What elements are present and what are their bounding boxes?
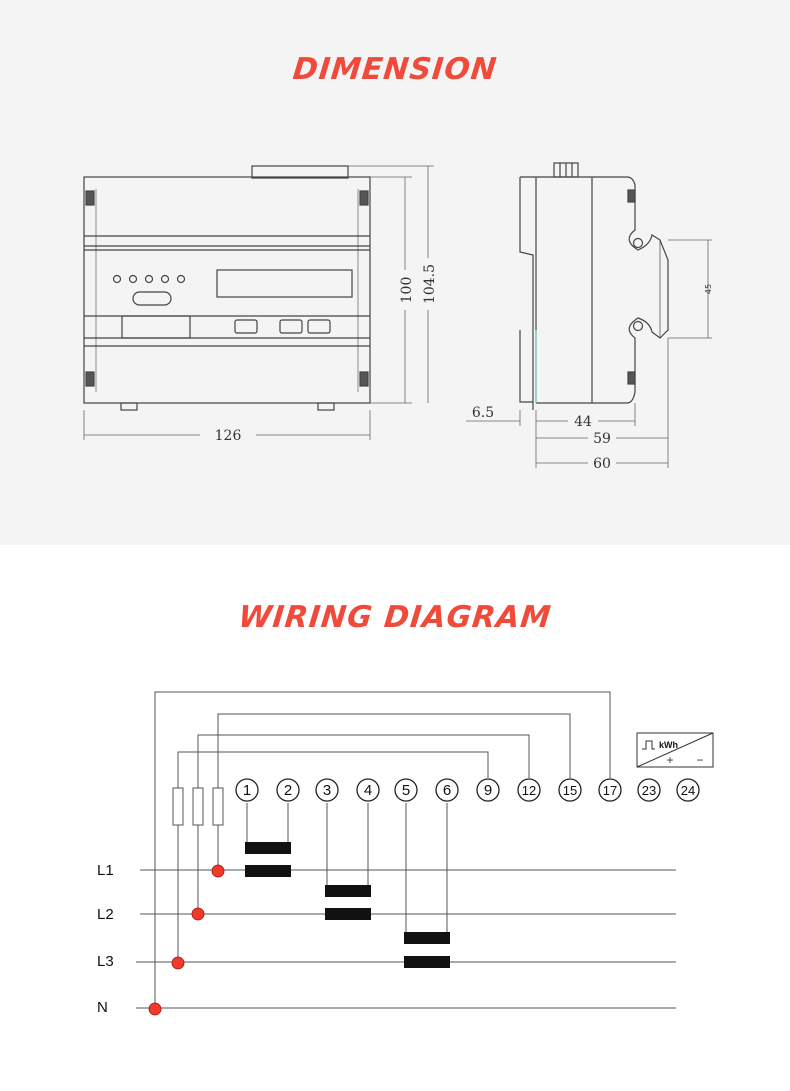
- ct-l1-bottom: [245, 865, 291, 877]
- fuse-l2: [192, 787, 204, 826]
- terminal-label: 23: [642, 783, 656, 798]
- line-label-n: N: [97, 999, 108, 1016]
- node-l2: [191, 907, 205, 921]
- side-view: [519, 162, 669, 410]
- terminal-label: 1: [243, 782, 251, 799]
- terminal-label: 3: [323, 782, 331, 799]
- pulse-plus: +: [666, 753, 673, 767]
- ct-l1-top: [245, 842, 291, 854]
- terminal-label: 5: [402, 782, 410, 799]
- line-label-l3: L3: [97, 953, 114, 970]
- wiring-lines: [136, 691, 676, 1009]
- terminal-label: 4: [364, 782, 372, 799]
- pulse-label: kWh: [659, 740, 678, 750]
- dimension-section: [0, 0, 790, 545]
- dim-depth-total-label: 60: [593, 456, 611, 472]
- dim-height-total-label: 104.5: [422, 264, 438, 304]
- dim-window-label: 45: [704, 284, 713, 294]
- front-dimension-lines: [83, 165, 434, 440]
- ct-l3-bottom: [404, 956, 450, 968]
- pulse-minus: −: [696, 753, 703, 767]
- dim-height-label: 100: [399, 277, 415, 304]
- wiring-section: [0, 545, 790, 1091]
- node-l1: [211, 864, 225, 878]
- fuse-l3: [172, 787, 184, 826]
- fuse-l1: [212, 787, 224, 826]
- dim-depth-mid-label: 59: [593, 431, 611, 447]
- line-label-l2: L2: [97, 906, 114, 923]
- terminal-label: 15: [563, 783, 577, 798]
- terminal-label: 9: [484, 782, 492, 799]
- ct-l3-top: [404, 932, 450, 944]
- front-view: [83, 165, 371, 411]
- dim-width-label: 126: [215, 428, 242, 444]
- fuses: [172, 787, 224, 826]
- terminal-label: 12: [522, 783, 536, 798]
- pulse-icon: [642, 740, 655, 750]
- side-dimension-lines: [466, 239, 712, 468]
- terminals: [235, 778, 700, 802]
- current-transformers: [245, 842, 450, 968]
- dim-depth-body-label: 44: [574, 414, 592, 430]
- terminal-label: 2: [284, 782, 292, 799]
- junction-nodes: [148, 864, 225, 1016]
- terminal-label: 17: [603, 783, 617, 798]
- node-l3: [171, 956, 185, 970]
- ct-l2-top: [325, 885, 371, 897]
- pulse-output-box: [636, 732, 714, 768]
- node-n: [148, 1002, 162, 1016]
- ct-l2-bottom: [325, 908, 371, 920]
- dim-rail-offset-label: 6.5: [472, 405, 494, 421]
- line-label-l1: L1: [97, 862, 114, 879]
- terminal-label: 24: [681, 783, 695, 798]
- terminal-label: 6: [443, 782, 451, 799]
